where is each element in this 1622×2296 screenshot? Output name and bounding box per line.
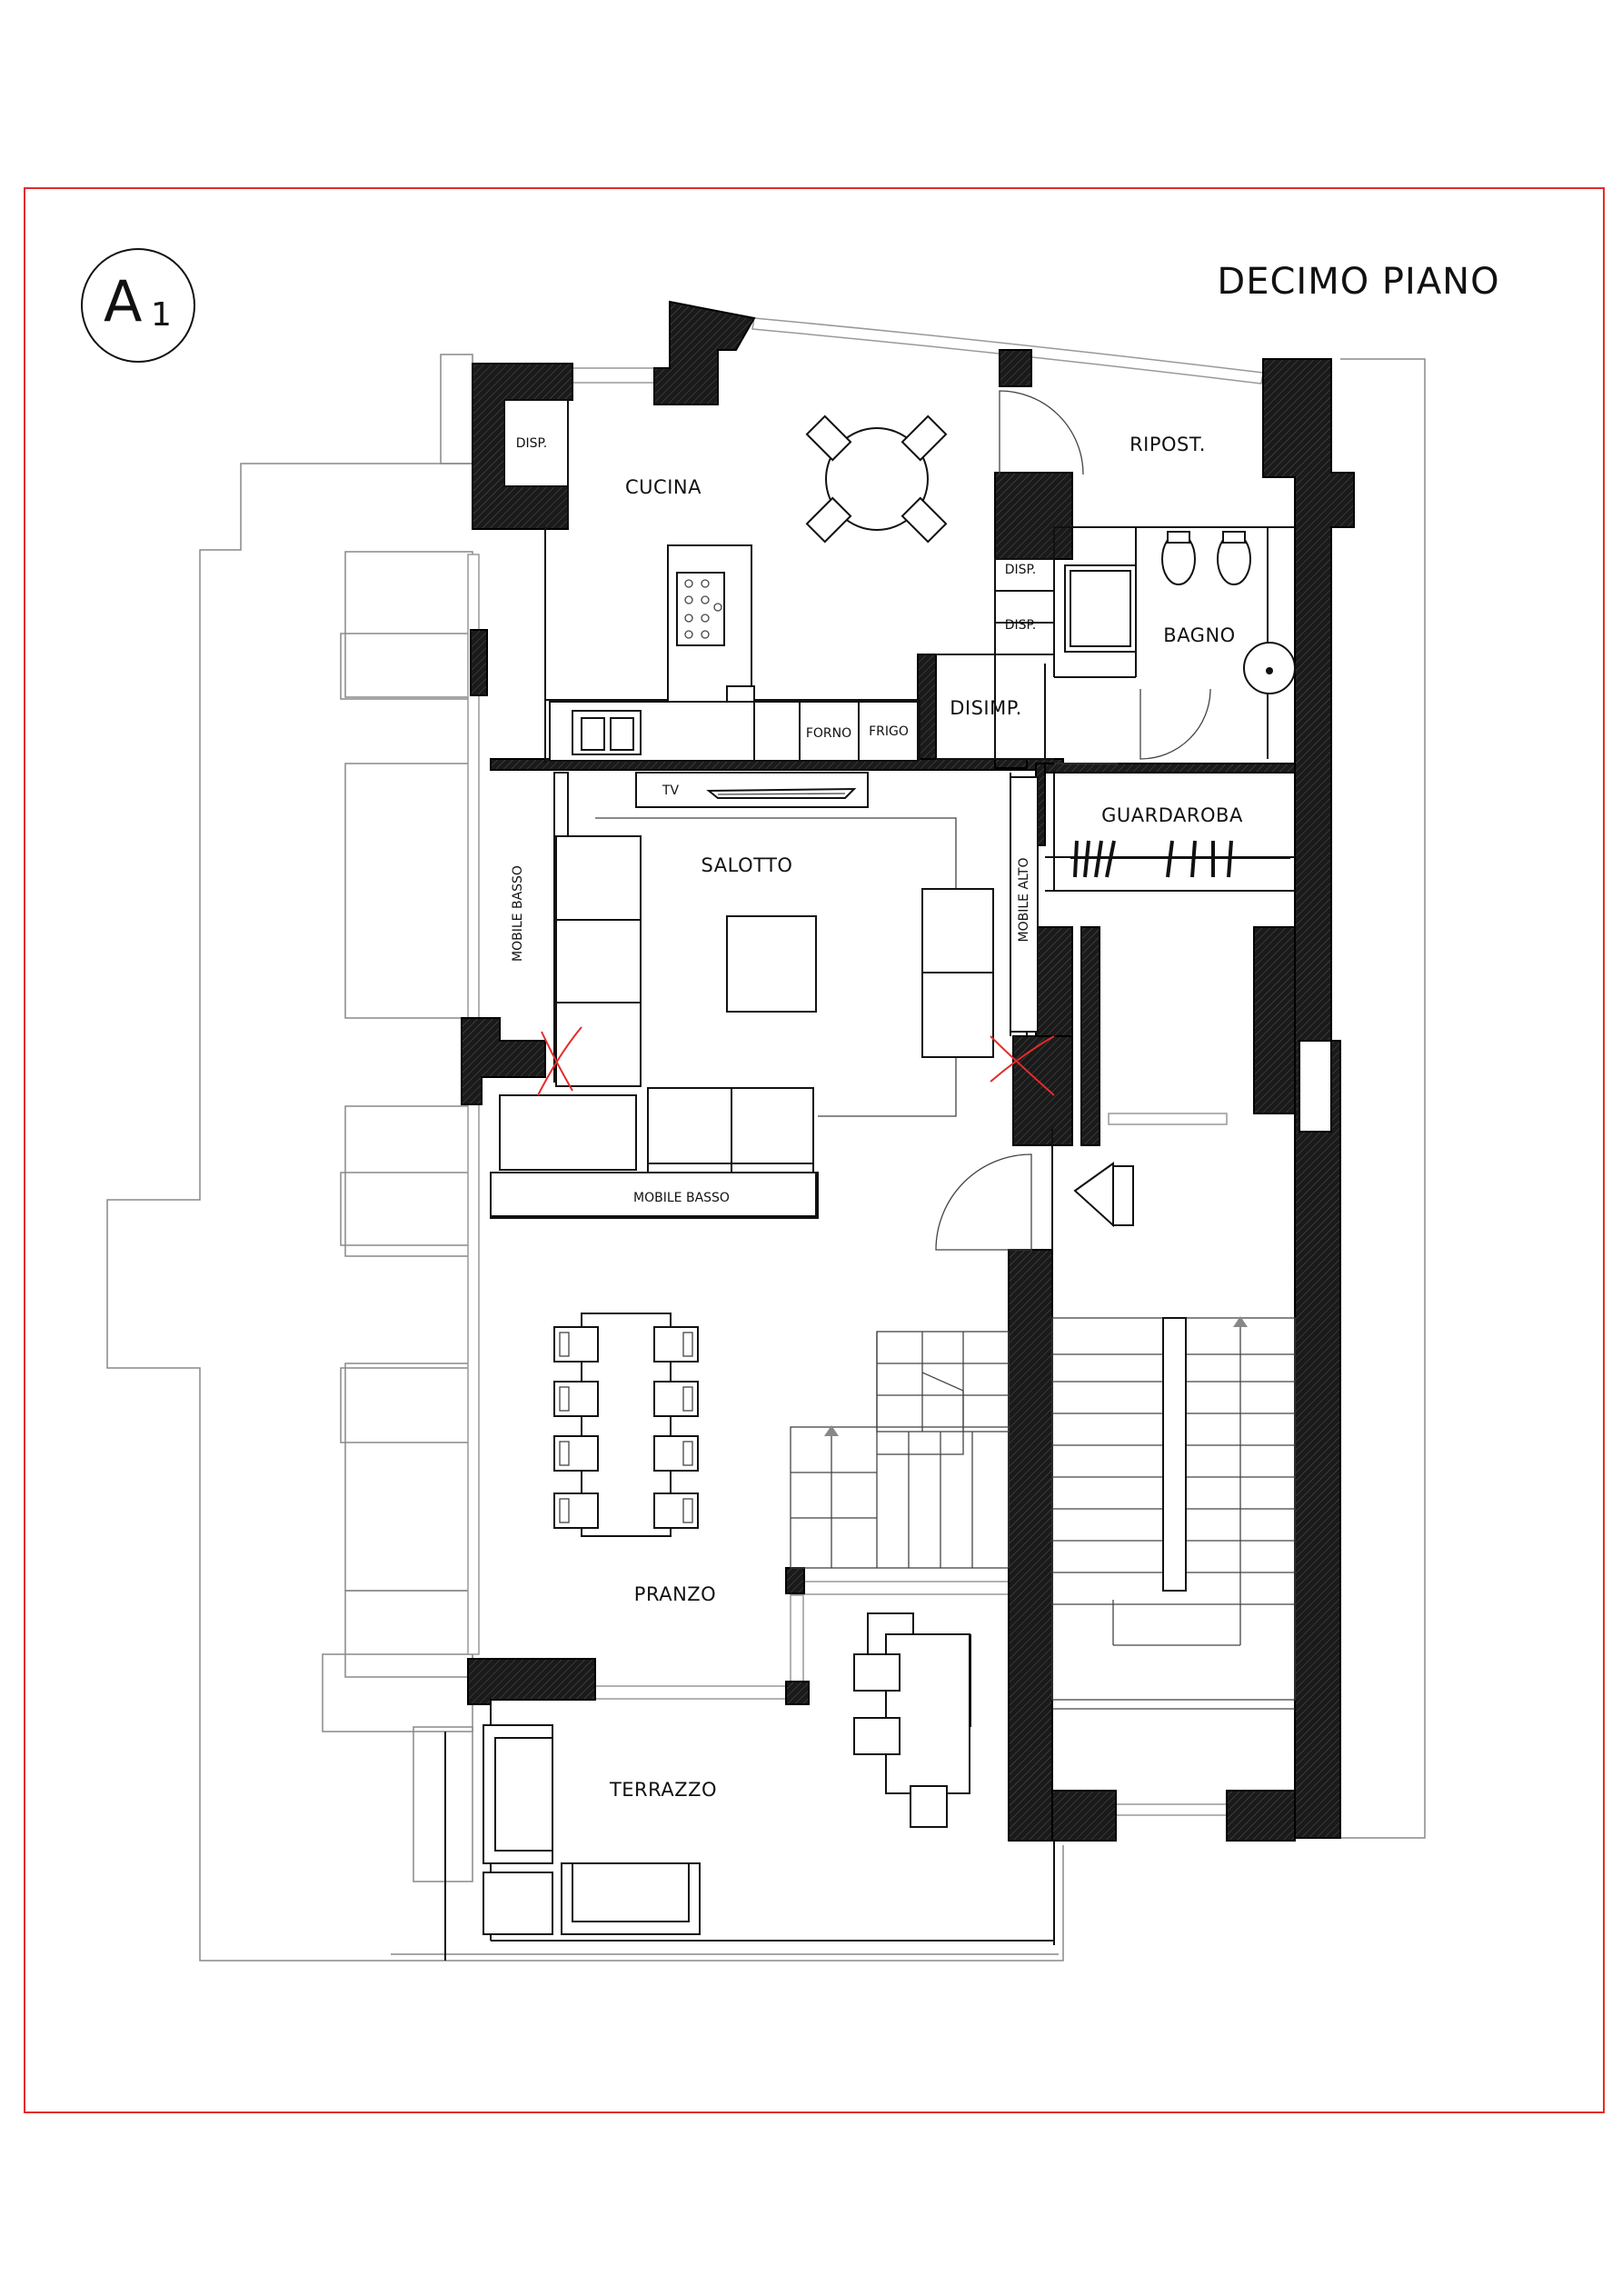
- entrance-arrow: [1073, 1162, 1114, 1228]
- label-mobile-alto: MOBILE ALTO: [1017, 858, 1031, 943]
- internal-stairs: [790, 1331, 1010, 1569]
- kitchen-furniture: [549, 414, 948, 762]
- room-label-disimpegno: DISIMP.: [950, 697, 1022, 719]
- bathroom-fixtures: [1064, 531, 1296, 694]
- room-label-salotto: SALOTTO: [702, 854, 793, 876]
- room-label-pranzo: PRANZO: [634, 1583, 716, 1605]
- label-frigo: FRIGO: [869, 724, 909, 739]
- correction-marks: [537, 1026, 1055, 1096]
- label-disp-kitchen: DISP.: [516, 436, 548, 451]
- room-label-bagno: BAGNO: [1163, 624, 1235, 646]
- page-frame: [24, 187, 1605, 2113]
- room-label-guardaroba: GUARDAROBA: [1101, 804, 1243, 826]
- wardrobe-rail: [1070, 840, 1290, 878]
- label-tv: TV: [662, 784, 680, 798]
- room-label-cucina: CUCINA: [625, 476, 702, 498]
- label-mobile-basso-bottom: MOBILE BASSO: [633, 1191, 730, 1205]
- building-stairs: [1051, 1316, 1296, 1710]
- walls: [461, 300, 1355, 1842]
- room-label-terrazzo: TERRAZZO: [609, 1779, 717, 1801]
- badge-letter: A: [104, 268, 142, 334]
- living-furniture: [490, 772, 1039, 1217]
- label-mobile-basso-side: MOBILE BASSO: [511, 865, 525, 962]
- label-forno: FORNO: [806, 726, 851, 741]
- plan-badge: A 1: [81, 248, 195, 363]
- room-label-ripostiglio: RIPOST.: [1129, 434, 1206, 455]
- label-disp-2: DISP.: [1005, 618, 1037, 633]
- plan-title: DECIMO PIANO: [1217, 261, 1499, 303]
- doors: [935, 390, 1211, 1251]
- terrace-furniture: [483, 1612, 971, 1935]
- dining-furniture: [553, 1313, 699, 1537]
- cooktop: [676, 572, 725, 646]
- badge-number: 1: [151, 296, 172, 334]
- label-disp-1: DISP.: [1005, 563, 1037, 577]
